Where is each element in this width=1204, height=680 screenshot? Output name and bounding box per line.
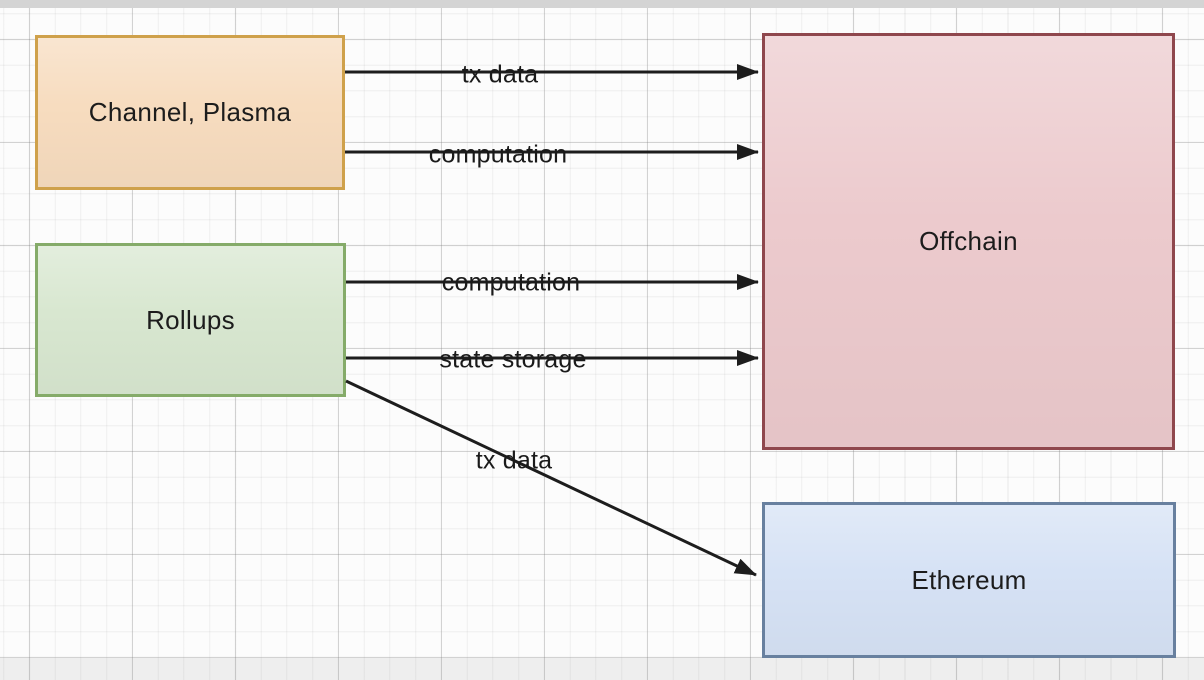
edge-tx-data-rollups-ethereum[interactable] — [345, 379, 757, 577]
top-gray-band — [0, 0, 1204, 8]
node-ethereum[interactable]: Ethereum — [762, 502, 1176, 658]
node-offchain[interactable]: Offchain — [762, 33, 1175, 450]
node-label-rollups: Rollups — [146, 304, 235, 335]
node-rollups[interactable]: Rollups — [35, 243, 346, 397]
edge-label-state-storage: state storage — [439, 345, 587, 374]
edge-label-computation-2: computation — [441, 268, 581, 297]
bottom-gray-band — [0, 658, 1204, 680]
node-label-ethereum: Ethereum — [911, 564, 1027, 595]
edge-label-tx-data-2: tx data — [475, 446, 553, 475]
edge-label-tx-data-1: tx data — [461, 60, 539, 89]
edge-label-computation-1: computation — [428, 140, 568, 169]
node-channel-plasma[interactable]: Channel, Plasma — [35, 35, 345, 190]
node-label-offchain: Offchain — [919, 226, 1018, 256]
node-label-channel-plasma: Channel, Plasma — [88, 97, 292, 127]
